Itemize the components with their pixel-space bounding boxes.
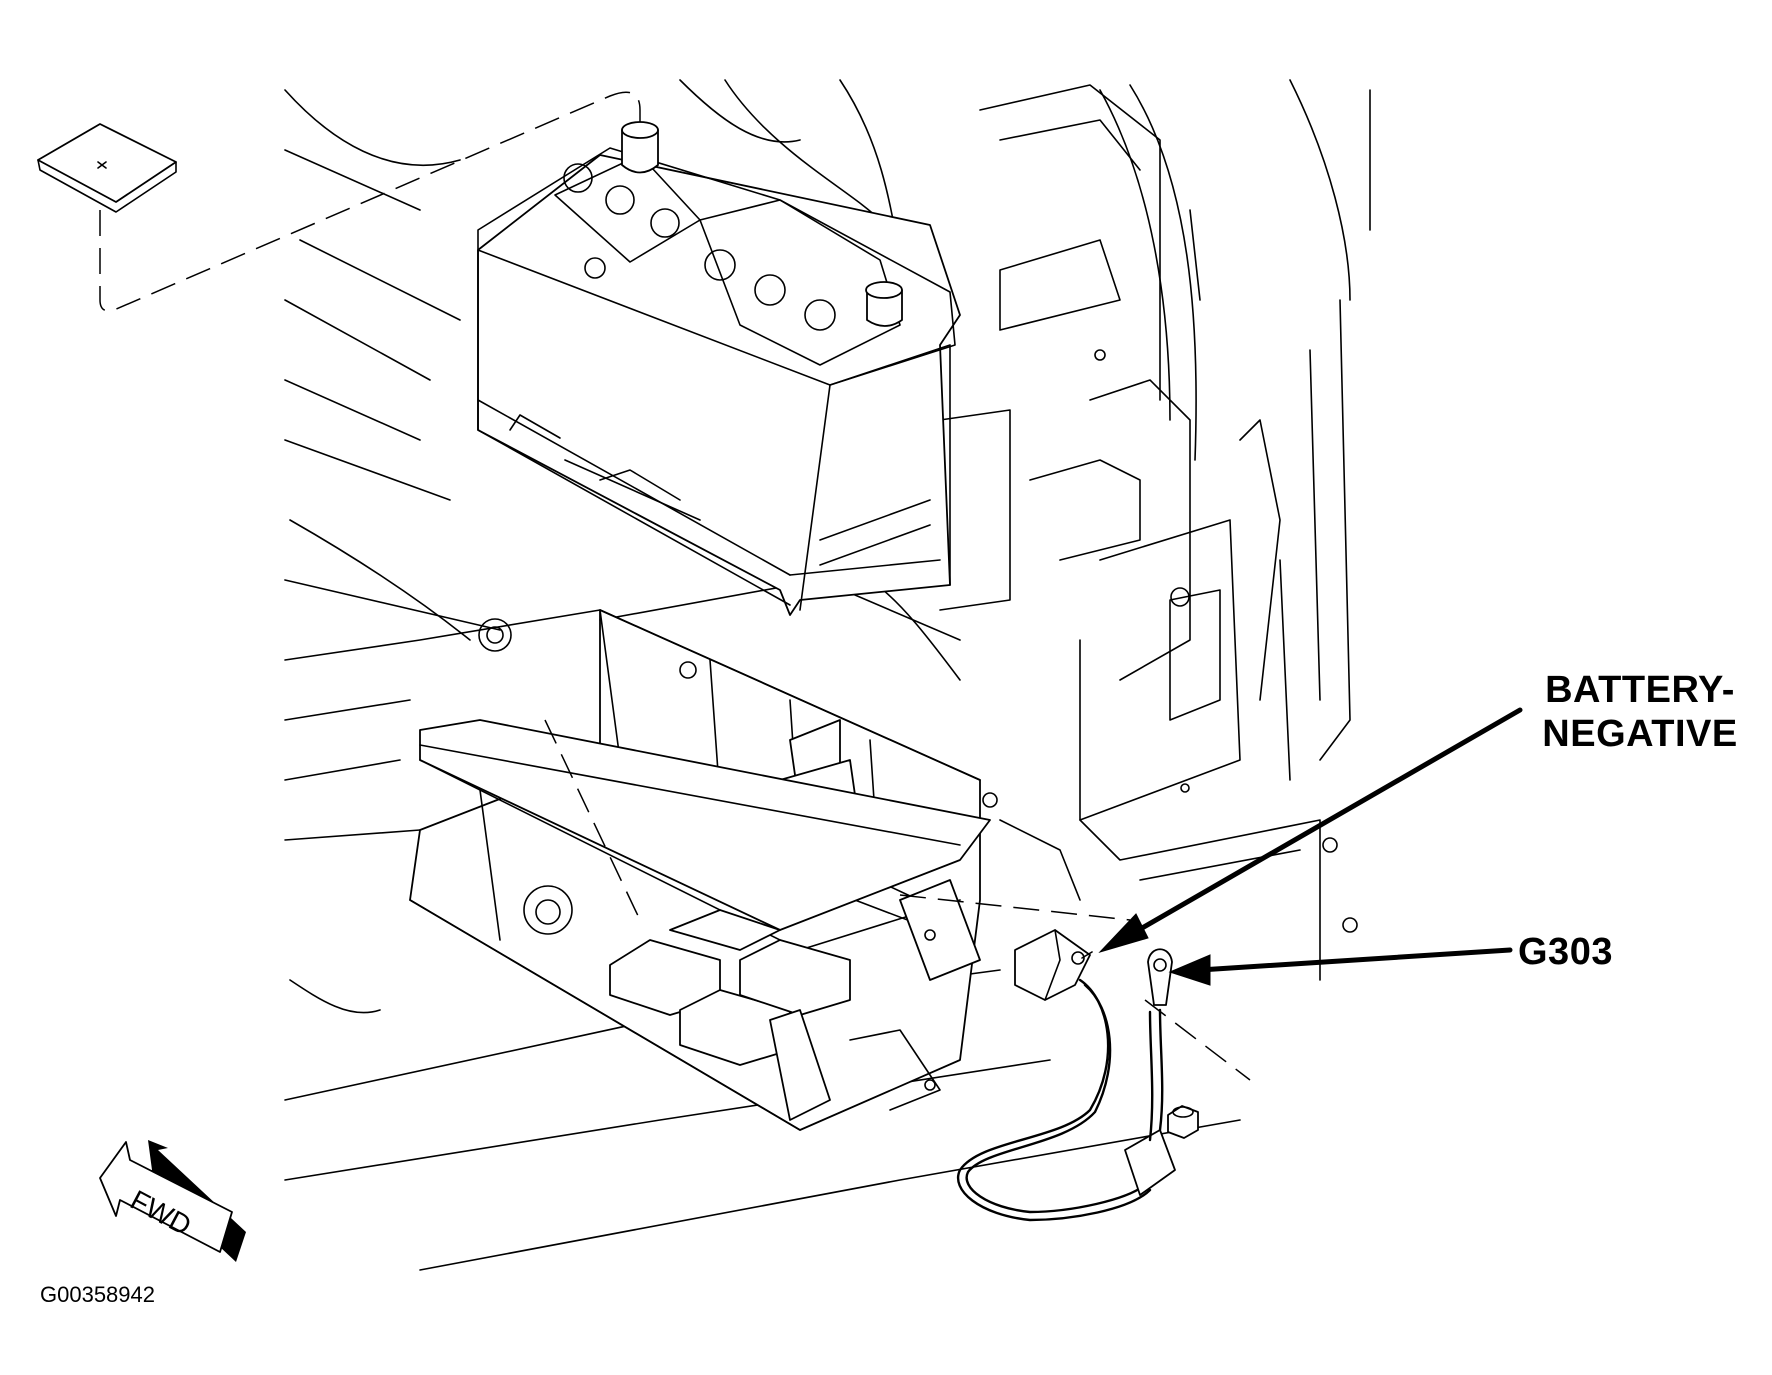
battery-cover-cap [37,123,177,213]
forward-direction-arrow [99,1140,246,1262]
battery-tray [409,609,998,1131]
battery-negative-label-line1: BATTERY- [1545,669,1735,711]
g303-leader [1168,947,1513,986]
figure-id: G00358942 [40,1282,155,1307]
battery-negative-leader [1098,707,1523,953]
cover-to-terminal-dashed-line [99,91,641,312]
ground-dashed-line [899,894,1131,921]
battery [477,121,961,616]
g303-label: G303 [1518,931,1613,973]
battery-negative-label-line2: NEGATIVE [1542,713,1738,755]
ground-dashed-line-2 [1144,999,1251,1081]
ground-nut [1167,1105,1199,1139]
battery-negative-label: BATTERY- NEGATIVE [1520,668,1760,756]
battery-negative-cable [957,929,1176,1222]
